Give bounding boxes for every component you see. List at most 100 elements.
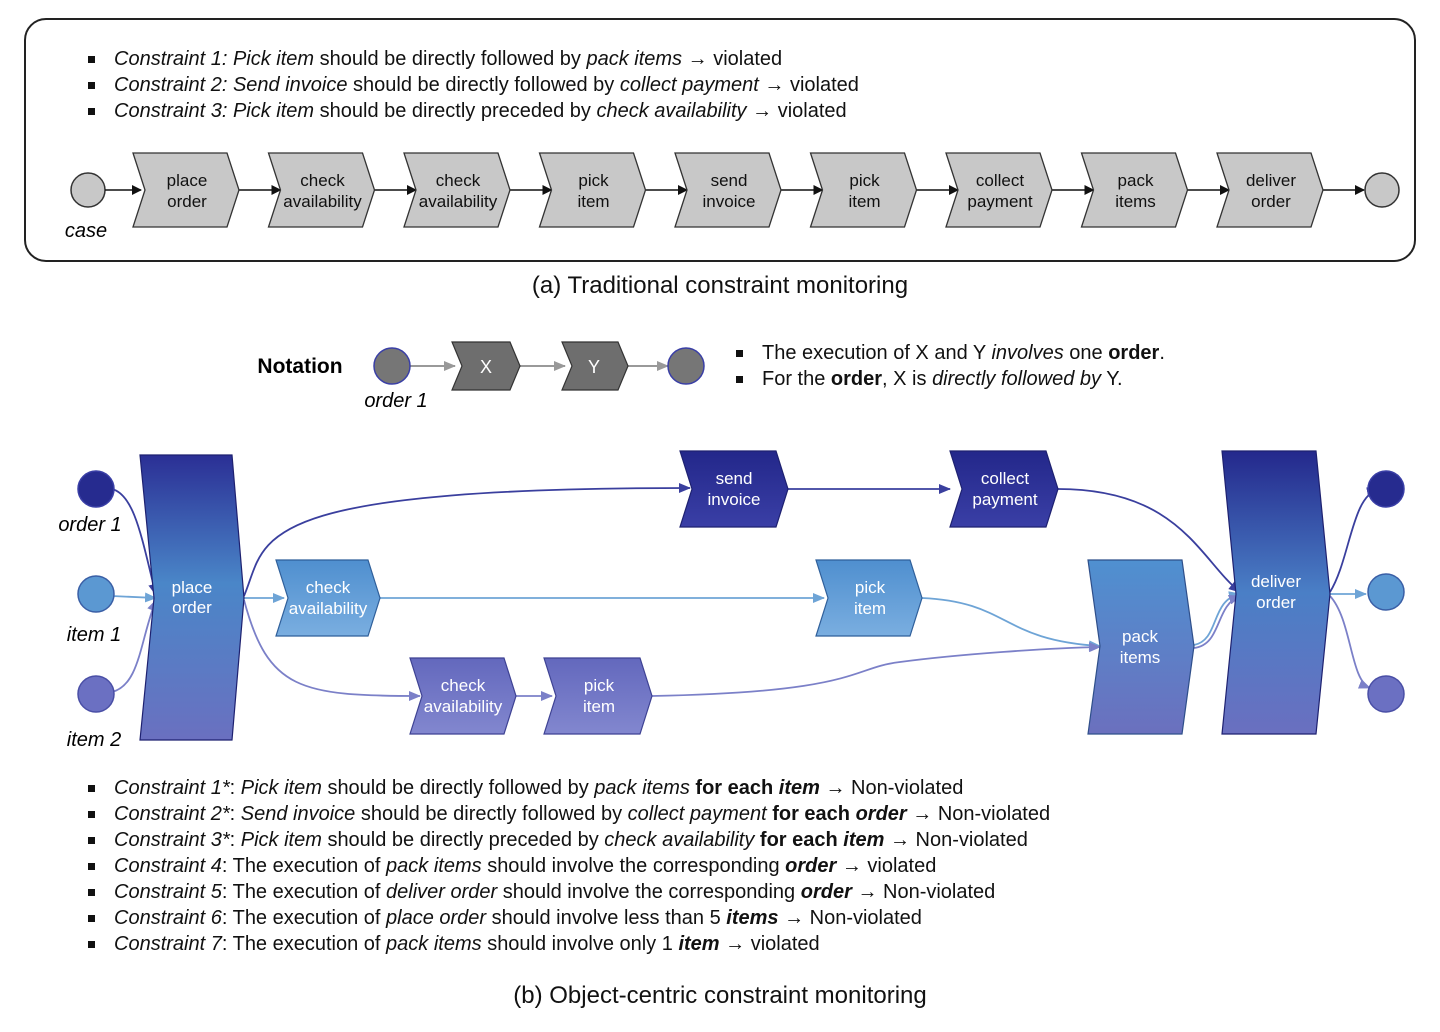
activity-label-line1: send bbox=[711, 171, 748, 190]
collect-payment-label-1: collect bbox=[981, 469, 1029, 488]
constraint-1-star: Constraint 1*: Pick item should be direc… bbox=[84, 775, 1050, 801]
edge-item1-pick-pack bbox=[921, 597, 1101, 651]
constraint-2: Constraint 2: Send invoice should be dir… bbox=[84, 72, 859, 98]
item1-start-event bbox=[77, 575, 115, 613]
pack-items-label-2: items bbox=[1120, 648, 1161, 667]
activity-label-line2: availability bbox=[283, 192, 362, 211]
edge-order-collect-deliver bbox=[1057, 488, 1241, 593]
constraint-3: Constraint 3: Pick item should be direct… bbox=[84, 98, 859, 124]
activity-pick-item-item2 bbox=[543, 657, 653, 735]
traditional-process-flow: case place order check availability check ava… bbox=[65, 152, 1400, 242]
activity-label-line1: pick bbox=[849, 171, 880, 190]
constraint-3-star: Constraint 3*: Pick item should be direc… bbox=[84, 827, 1050, 853]
activity-chevron bbox=[809, 152, 918, 228]
constraint-5: Constraint 5: The execution of deliver o… bbox=[84, 879, 1050, 905]
activity-label-line1: pick bbox=[578, 171, 609, 190]
notation-y-label: Y bbox=[588, 357, 600, 377]
activity-chevron bbox=[674, 152, 782, 228]
pick-item-1-label-1: pick bbox=[855, 578, 886, 597]
activity-label-line2: invoice bbox=[703, 192, 756, 211]
edge-item1-start-place bbox=[111, 592, 157, 603]
check-availability-2-label-2: availability bbox=[424, 697, 503, 716]
pack-items-label-1: pack bbox=[1122, 627, 1158, 646]
case-label: case bbox=[65, 220, 107, 242]
start-event bbox=[70, 172, 106, 208]
pick-item-1-label-2: item bbox=[854, 599, 886, 618]
activity-label-line1: check bbox=[436, 171, 481, 190]
notation-end-event bbox=[667, 347, 705, 385]
object-centric-constraint-list: Constraint 1*: Pick item should be direc… bbox=[84, 775, 1050, 957]
order1-label: order 1 bbox=[58, 514, 121, 536]
constraint-2-star: Constraint 2*: Send invoice should be di… bbox=[84, 801, 1050, 827]
notation-x-label: X bbox=[480, 357, 492, 377]
activity-label-line2: availability bbox=[419, 192, 498, 211]
collect-payment-label-2: payment bbox=[972, 490, 1037, 509]
activity-chevron bbox=[132, 152, 240, 228]
constraint-4: Constraint 4: The execution of pack item… bbox=[84, 853, 1050, 879]
notation-description: The execution of X and Y involves one or… bbox=[732, 340, 1165, 392]
activity-label-line1: place bbox=[167, 171, 208, 190]
activity-check-availability-item2 bbox=[409, 657, 517, 735]
activity-collect-payment bbox=[949, 450, 1059, 528]
object-centric-edges bbox=[111, 483, 1379, 701]
edge-item2-pick-pack bbox=[651, 642, 1101, 697]
traditional-constraint-list: Constraint 1: Pick item should be direct… bbox=[84, 46, 859, 124]
traditional-activities: place order check availability check availabi… bbox=[132, 152, 1324, 228]
activity-label-line2: item bbox=[848, 192, 880, 211]
caption-b: (b) Object-centric constraint monitoring bbox=[513, 982, 927, 1009]
edge-order-place-send bbox=[243, 483, 691, 597]
object-centric-nodes: order 1 item 1 item 2 place order send i… bbox=[58, 450, 1405, 751]
notation-start-event bbox=[373, 347, 411, 385]
edge-order-deliver-end bbox=[1329, 487, 1379, 593]
activity-chevron bbox=[267, 152, 376, 228]
check-availability-1-label-2: availability bbox=[289, 599, 368, 618]
activity-label-line2: order bbox=[167, 192, 207, 211]
activity-chevron bbox=[945, 152, 1053, 228]
activity-label-line1: check bbox=[300, 171, 345, 190]
constraint-7: Constraint 7: The execution of pack item… bbox=[84, 931, 1050, 957]
send-invoice-label-1: send bbox=[716, 469, 753, 488]
constraint-6: Constraint 6: The execution of place ord… bbox=[84, 905, 1050, 931]
deliver-order-label-1: deliver bbox=[1251, 572, 1301, 591]
activity-deliver-order bbox=[1221, 450, 1331, 735]
activity-pick-item-item1 bbox=[815, 559, 923, 637]
activity-pack-items bbox=[1087, 559, 1195, 735]
edge-item2-deliver-end bbox=[1329, 595, 1371, 689]
caption-a: (a) Traditional constraint monitoring bbox=[531, 272, 909, 299]
activity-chevron bbox=[1216, 152, 1324, 228]
check-availability-2-label-1: check bbox=[441, 676, 486, 695]
notation-legend: Notation X Y order 1 bbox=[257, 341, 705, 412]
activity-label-line1: pack bbox=[1118, 171, 1154, 190]
item1-label: item 1 bbox=[67, 624, 121, 646]
place-order-label-2: order bbox=[172, 598, 212, 617]
constraint-1: Constraint 1: Pick item should be direct… bbox=[84, 46, 859, 72]
activity-label-line1: deliver bbox=[1246, 171, 1296, 190]
edge-item2-place-check bbox=[243, 599, 421, 701]
pick-item-2-label-2: item bbox=[583, 697, 615, 716]
pick-item-2-label-1: pick bbox=[584, 676, 615, 695]
activity-chevron bbox=[1080, 152, 1189, 228]
activity-label-line2: items bbox=[1115, 192, 1156, 211]
end-event bbox=[1364, 172, 1400, 208]
activity-send-invoice bbox=[679, 450, 789, 528]
place-order-label-1: place bbox=[172, 578, 213, 597]
activity-label-line2: item bbox=[577, 192, 609, 211]
edge-item2-pack-deliver bbox=[1193, 595, 1241, 649]
send-invoice-label-2: invoice bbox=[708, 490, 761, 509]
item2-label: item 2 bbox=[67, 729, 121, 751]
notation-bullet-1: The execution of X and Y involves one or… bbox=[732, 340, 1165, 366]
activity-label-line2: payment bbox=[967, 192, 1032, 211]
activity-label-line2: order bbox=[1251, 192, 1291, 211]
notation-activity-x bbox=[451, 341, 521, 391]
deliver-order-label-2: order bbox=[1256, 593, 1296, 612]
notation-activity-y bbox=[561, 341, 629, 391]
notation-bullet-2: For the order, X is directly followed by… bbox=[732, 366, 1165, 392]
notation-title: Notation bbox=[257, 355, 342, 378]
order1-start-event bbox=[77, 470, 115, 508]
activity-check-availability-item1 bbox=[275, 559, 381, 637]
item1-end-event bbox=[1367, 573, 1405, 611]
activity-chevron bbox=[403, 152, 511, 228]
notation-object-label: order 1 bbox=[364, 390, 427, 412]
order1-end-event bbox=[1367, 470, 1405, 508]
